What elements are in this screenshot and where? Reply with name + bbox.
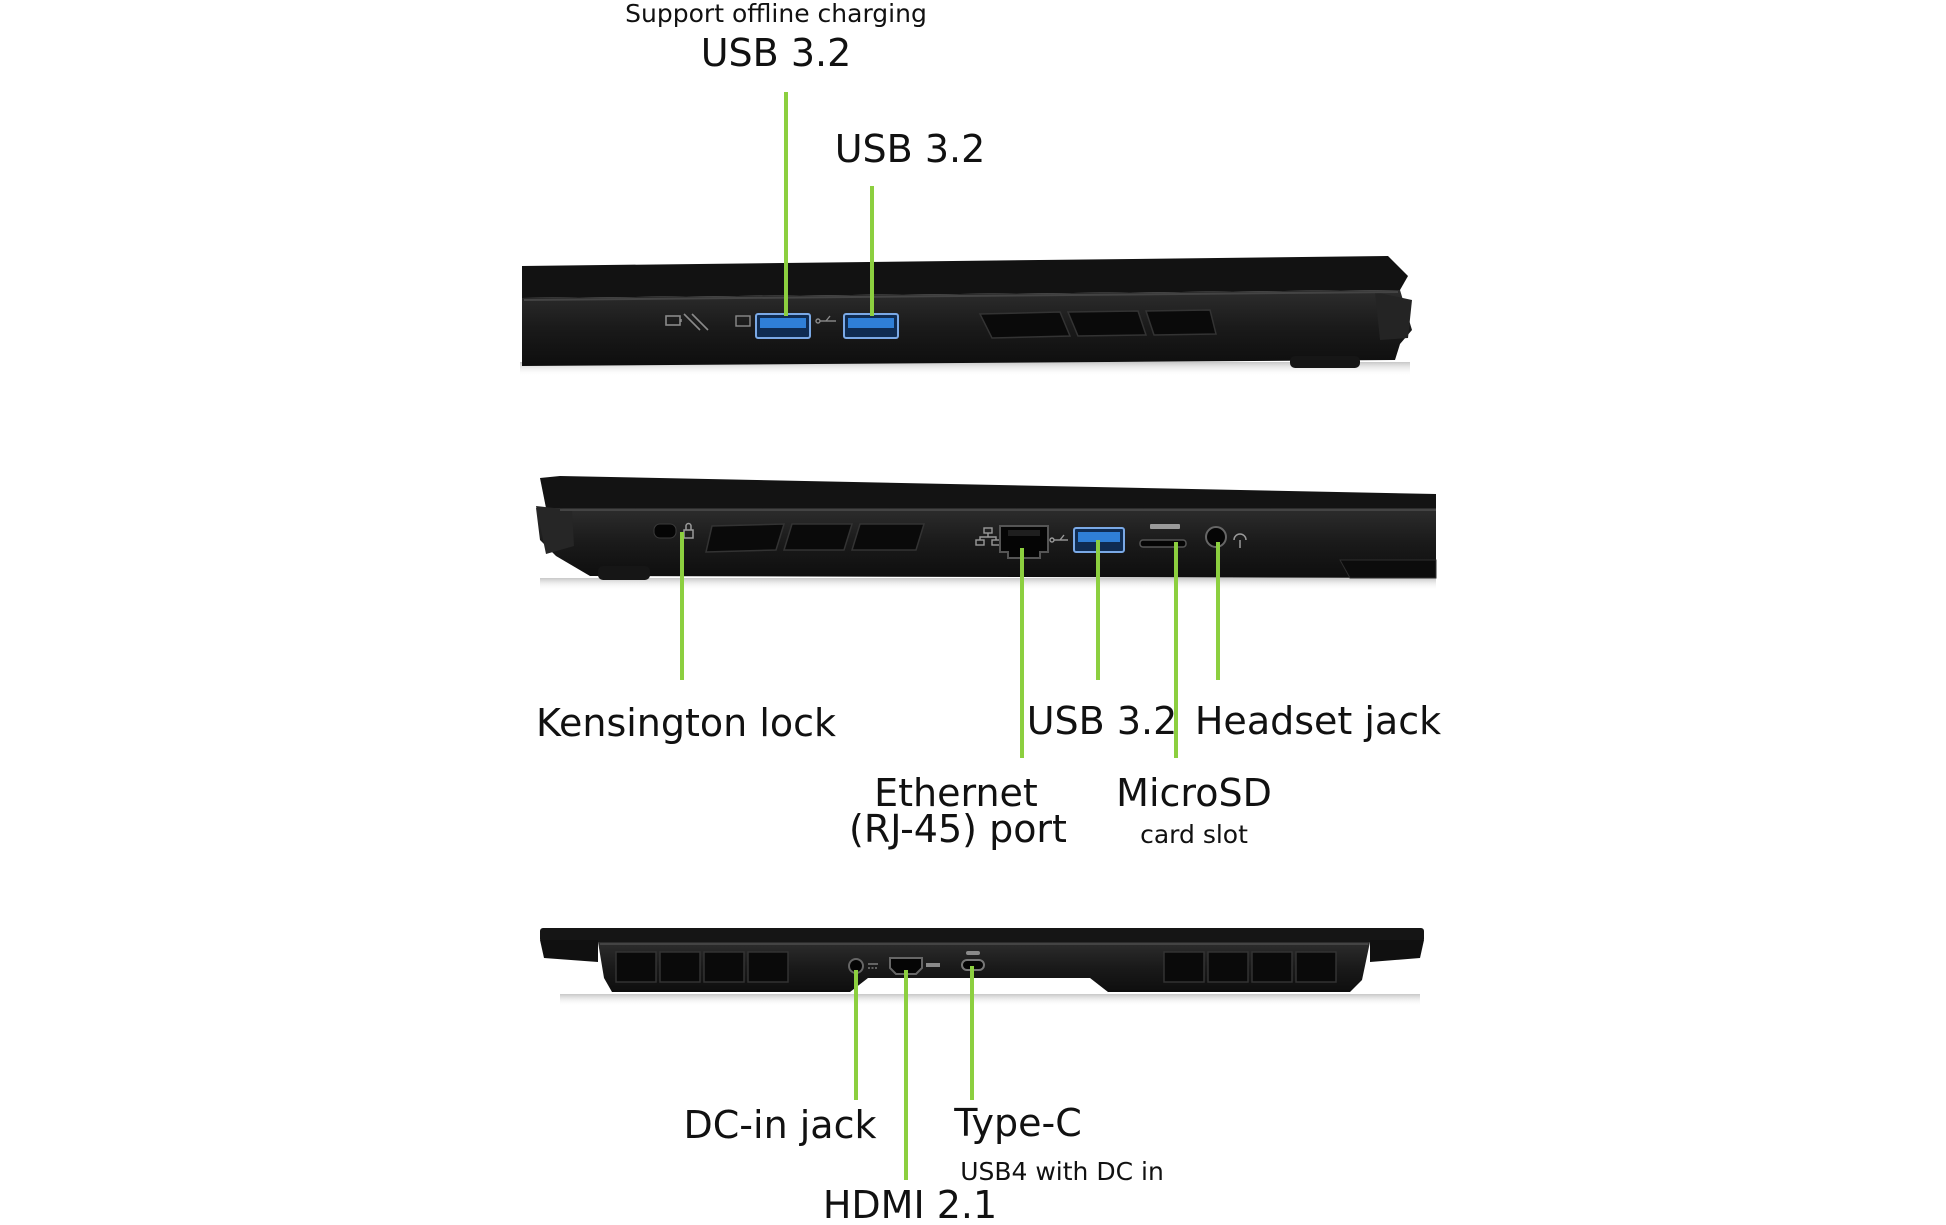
offline-charge-icon bbox=[735, 315, 751, 327]
right-side-edge bbox=[523, 291, 1399, 301]
microsd-icon bbox=[1150, 524, 1180, 529]
microsd-slot bbox=[1139, 539, 1187, 548]
type-c-icon bbox=[966, 951, 980, 955]
right-side-vent bbox=[978, 309, 1217, 339]
rear-view: DC-in jack Type-C USB4 with DC in HDMI 2… bbox=[540, 928, 1424, 1225]
right-side-foot bbox=[1290, 356, 1360, 368]
rear-lid bbox=[540, 928, 1424, 942]
left-side-base bbox=[536, 508, 1436, 578]
microsd-label: MicroSD bbox=[1116, 771, 1272, 815]
left-side-view: Kensington lock USB 3.2 Headset jack Eth… bbox=[536, 476, 1441, 851]
left-side-hinge bbox=[536, 506, 574, 554]
network-icon bbox=[975, 527, 1001, 546]
left-side-foot bbox=[598, 566, 650, 580]
right-side-hinge bbox=[1375, 292, 1412, 340]
usb-symbol-icon bbox=[815, 315, 836, 324]
kensington-label: Kensington lock bbox=[536, 701, 836, 745]
ethernet-port bbox=[999, 525, 1049, 559]
usb-port-offline-charging bbox=[755, 313, 811, 339]
usb-port-second bbox=[843, 313, 899, 339]
left-side-rear-vent bbox=[1339, 559, 1437, 579]
hdmi-port bbox=[889, 957, 923, 975]
left-side-lid bbox=[540, 476, 1436, 508]
headset-label: Headset jack bbox=[1195, 699, 1441, 743]
microsd-note-label: card slot bbox=[1140, 820, 1248, 849]
right-side-view: Support offline charging USB 3.2 USB 3.2 bbox=[520, 0, 1412, 376]
usb-symbol-icon bbox=[1049, 534, 1068, 543]
rear-shadow bbox=[560, 994, 1420, 1006]
right-side-base bbox=[522, 290, 1412, 366]
type-c-note-label: USB4 with DC in bbox=[960, 1157, 1164, 1186]
kensington-slot bbox=[653, 523, 677, 539]
hdmi-icon bbox=[926, 963, 940, 967]
ethernet-label-line1: Ethernet bbox=[874, 771, 1038, 815]
usb-left-label: USB 3.2 bbox=[1027, 699, 1178, 743]
dc-power-icon bbox=[868, 963, 878, 969]
usb-offline-title-label: USB 3.2 bbox=[701, 31, 852, 75]
usb-offline-note-label: Support offline charging bbox=[625, 0, 927, 28]
left-side-vent bbox=[705, 523, 926, 553]
rear-hinge-right bbox=[1370, 940, 1424, 962]
hdmi-label: HDMI 2.1 bbox=[823, 1183, 997, 1225]
dc-in-label: DC-in jack bbox=[684, 1103, 877, 1147]
usb-second-title-label: USB 3.2 bbox=[835, 127, 986, 171]
ethernet-label-line2: (RJ-45) port bbox=[849, 807, 1067, 851]
left-side-shadow bbox=[540, 578, 1436, 590]
right-side-lid bbox=[522, 256, 1408, 298]
right-side-shadow bbox=[520, 362, 1410, 376]
rear-hinge-left bbox=[540, 940, 598, 962]
headset-icon bbox=[1233, 533, 1247, 548]
rear-vent-right bbox=[1163, 951, 1337, 983]
battery-charge-icon bbox=[665, 313, 709, 331]
type-c-label: Type-C bbox=[953, 1101, 1082, 1145]
rear-vent-left bbox=[615, 951, 789, 983]
